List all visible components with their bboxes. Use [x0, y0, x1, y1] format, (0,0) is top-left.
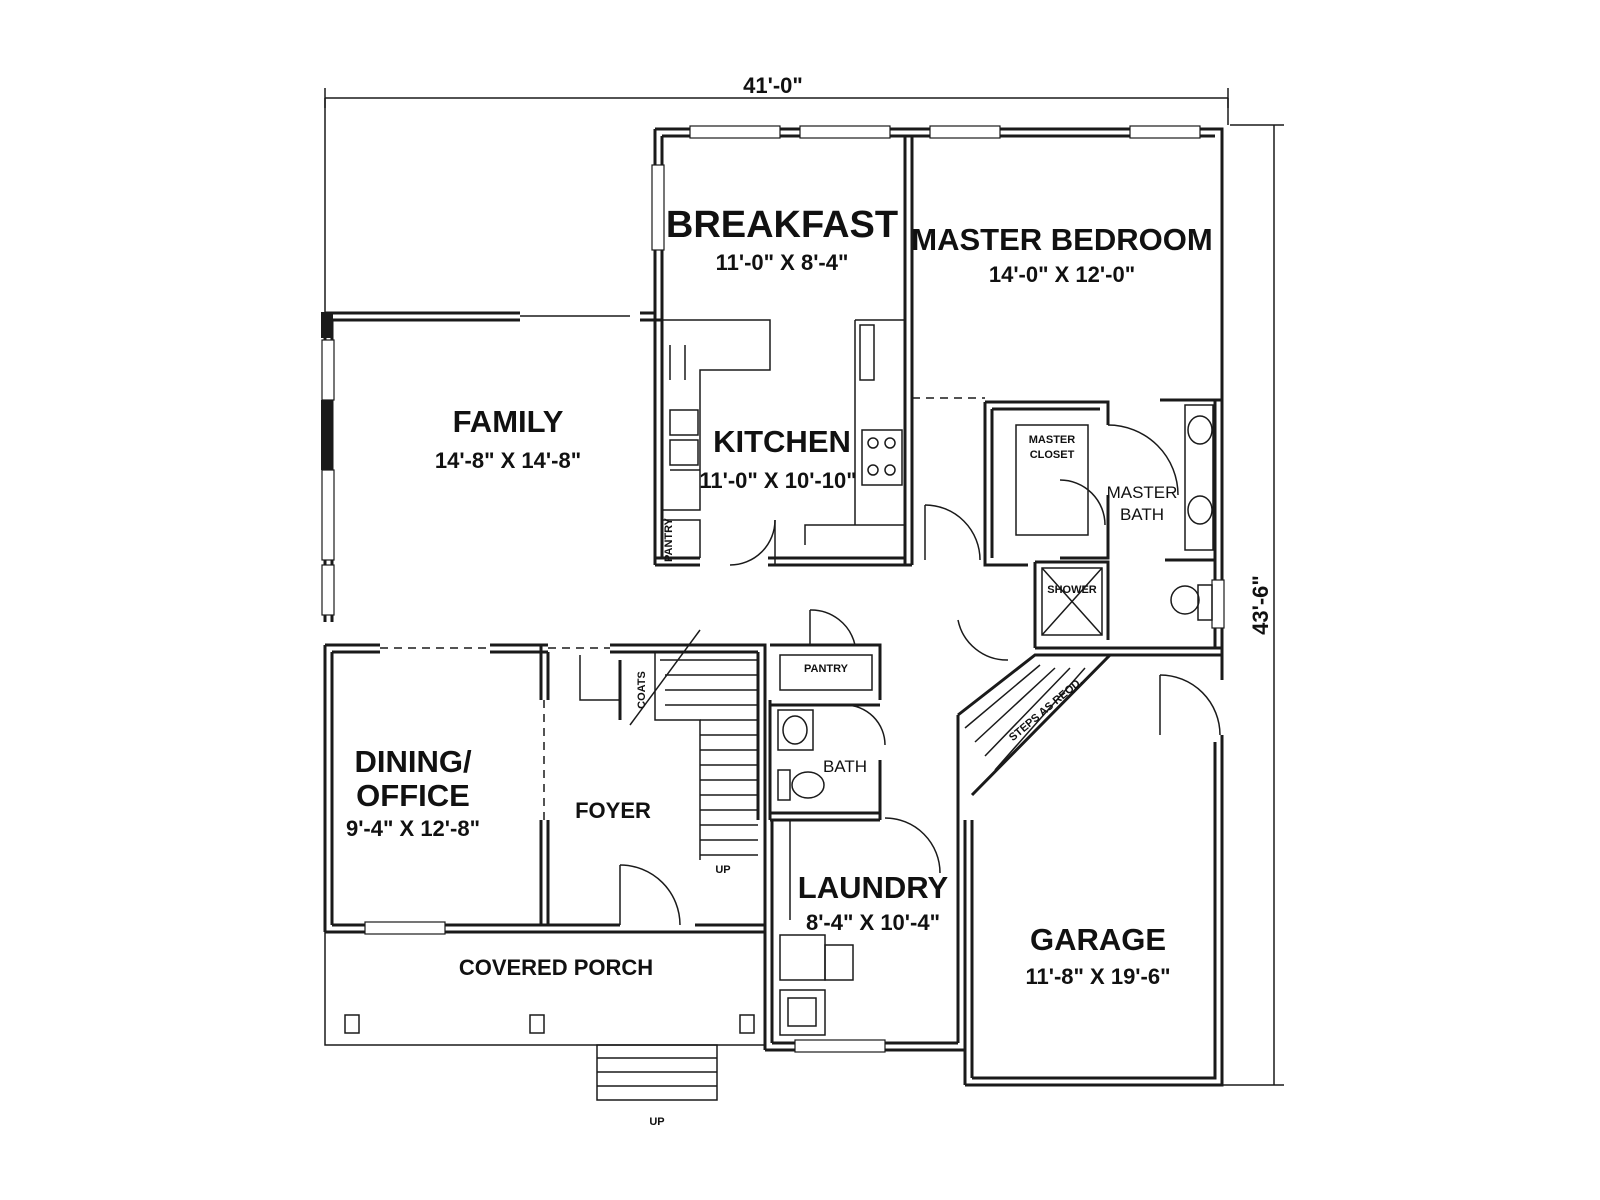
kitchen-fixtures	[662, 319, 906, 558]
laundry-fixtures	[779, 934, 854, 1036]
covered-porch	[324, 932, 765, 1101]
windows	[321, 125, 1225, 1053]
kitchen-name: KITCHEN	[713, 424, 851, 459]
breakfast-size: 11'-0" X 8'-4"	[716, 250, 849, 275]
room-family: FAMILY 14'-8" X 14'-8"	[435, 404, 581, 473]
dining-name-line1: DINING/	[354, 744, 472, 779]
room-laundry: LAUNDRY 8'-4" X 10'-4"	[798, 870, 949, 935]
bath-fixtures	[777, 404, 1214, 801]
master-closet-label-2: CLOSET	[1030, 449, 1075, 461]
room-kitchen: KITCHEN 11'-0" X 10'-10"	[699, 424, 856, 493]
depth-dimension-label: 43'-6"	[1248, 575, 1273, 635]
covered-porch-name: COVERED PORCH	[459, 955, 653, 980]
interior-walls	[325, 136, 1224, 1043]
doors	[619, 424, 1221, 926]
room-covered-porch: COVERED PORCH	[459, 955, 653, 980]
garage-size: 11'-8" X 19'-6"	[1025, 964, 1170, 989]
foyer-name: FOYER	[575, 798, 651, 823]
room-master-bedroom: MASTER BEDROOM 14'-0" X 12'-0"	[911, 222, 1212, 287]
room-foyer: FOYER	[575, 798, 651, 823]
dining-size: 9'-4" X 12'-8"	[346, 816, 480, 841]
master-closet-label-1: MASTER	[1029, 434, 1076, 446]
kitchen-pantry-label: PANTRY	[663, 517, 675, 562]
master-bath-label-2: BATH	[1120, 505, 1164, 524]
small-labels: MASTER CLOSET MASTER BATH SHOWER PANTRY …	[636, 434, 1177, 1128]
coats-label: COATS	[636, 671, 648, 709]
family-size: 14'-8" X 14'-8"	[435, 448, 581, 473]
shower-label: SHOWER	[1047, 584, 1097, 596]
room-breakfast: BREAKFAST 11'-0" X 8'-4"	[666, 204, 898, 275]
breakfast-name: BREAKFAST	[666, 204, 898, 246]
kitchen-size: 11'-0" X 10'-10"	[699, 468, 856, 493]
room-garage: GARAGE 11'-8" X 19'-6"	[1025, 922, 1170, 989]
family-name: FAMILY	[453, 404, 564, 439]
garage-name: GARAGE	[1030, 922, 1166, 957]
width-dimension: 41'-0"	[324, 73, 1229, 320]
master-bath-label-1: MASTER	[1107, 483, 1178, 502]
master-bedroom-name: MASTER BEDROOM	[911, 222, 1212, 257]
laundry-name: LAUNDRY	[798, 870, 949, 905]
steps-as-reqd-label: STEPS AS REQD.	[1007, 676, 1085, 744]
width-dimension-label: 41'-0"	[743, 73, 803, 98]
hall-pantry-label: PANTRY	[804, 663, 849, 675]
porch-up-label: UP	[649, 1116, 664, 1128]
powder-bath-label: BATH	[823, 757, 867, 776]
dining-name-line2: OFFICE	[356, 778, 470, 813]
depth-dimension: 43'-6"	[1222, 124, 1284, 1086]
room-dining-office: DINING/ OFFICE 9'-4" X 12'-8"	[346, 744, 480, 841]
laundry-size: 8'-4" X 10'-4"	[806, 910, 940, 935]
stair-up-label: UP	[715, 864, 730, 876]
master-bedroom-size: 14'-0" X 12'-0"	[989, 262, 1135, 287]
